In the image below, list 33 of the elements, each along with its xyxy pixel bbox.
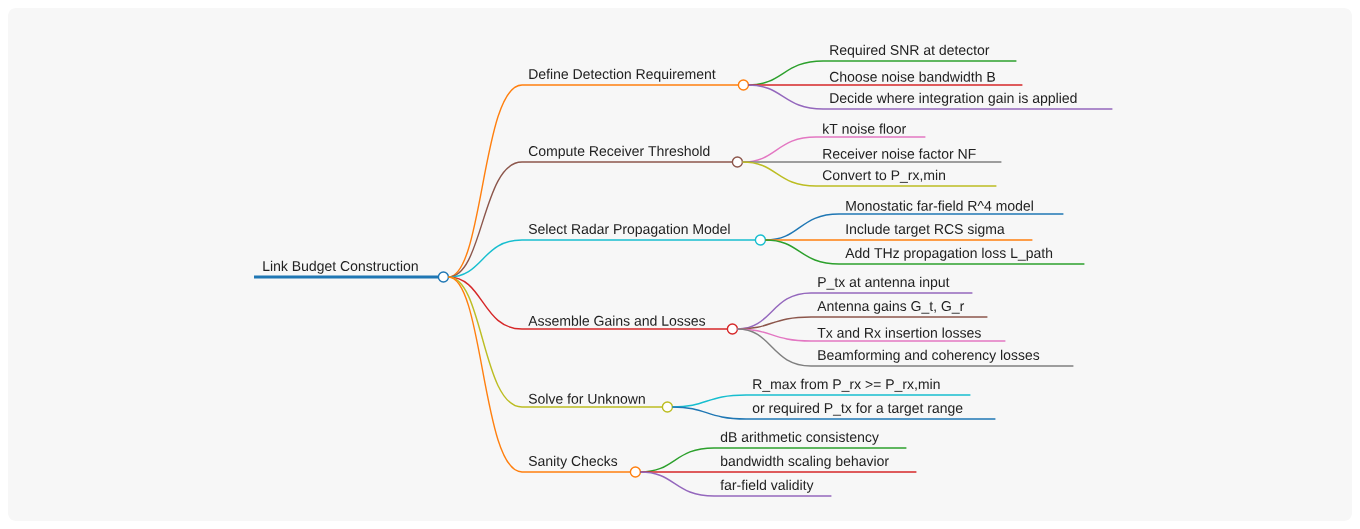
leaf-label: Include target RCS sigma bbox=[838, 223, 1034, 241]
branch-label: Solve for Unknown bbox=[521, 393, 674, 413]
leaf-label: Choose noise bandwidth B bbox=[822, 71, 1024, 86]
leaf-label: Tx and Rx insertion losses bbox=[810, 327, 1007, 342]
branch-label: Select Radar Propagation Model bbox=[521, 223, 767, 246]
topic-label: Link Budget Construction bbox=[254, 260, 450, 283]
leaf-label: P_tx at antenna input bbox=[810, 276, 974, 294]
connector bbox=[764, 239, 840, 265]
leaf-label: Beamforming and coherency losses bbox=[810, 349, 1075, 367]
leaf-label: Required SNR at detector bbox=[822, 44, 1018, 62]
leaf-label: Receiver noise factor NF bbox=[815, 148, 1003, 163]
leaf-label: bandwidth scaling behavior bbox=[713, 455, 918, 473]
branch-label: Sanity Checks bbox=[521, 455, 642, 478]
branch-label: Assemble Gains and Losses bbox=[521, 315, 739, 335]
connector bbox=[741, 161, 817, 187]
connector bbox=[671, 406, 747, 420]
leaf-label: Monostatic far-field R^4 model bbox=[838, 200, 1065, 215]
connector bbox=[447, 276, 523, 408]
leaf-label: R_max from P_rx >= P_rx,min bbox=[745, 378, 972, 396]
branch-label: Define Detection Requirement bbox=[521, 68, 750, 91]
leaf-label: Convert to P_rx,min bbox=[815, 169, 998, 187]
leaf-label: or required P_tx for a target range bbox=[745, 402, 997, 420]
branch-label: Compute Receiver Threshold bbox=[521, 145, 744, 168]
leaf-label: Antenna gains G_t, G_r bbox=[810, 300, 989, 318]
leaf-label: Add THz propagation loss L_path bbox=[838, 247, 1086, 265]
connector bbox=[447, 276, 523, 473]
leaf-label: dB arithmetic consistency bbox=[713, 431, 908, 449]
connector bbox=[736, 328, 812, 367]
leaf-label: Decide where integration gain is applied bbox=[822, 92, 1114, 110]
leaf-label: kT noise floor bbox=[815, 123, 927, 138]
connector bbox=[639, 471, 715, 497]
leaf-label: far-field validity bbox=[713, 479, 833, 497]
connector bbox=[747, 84, 824, 110]
